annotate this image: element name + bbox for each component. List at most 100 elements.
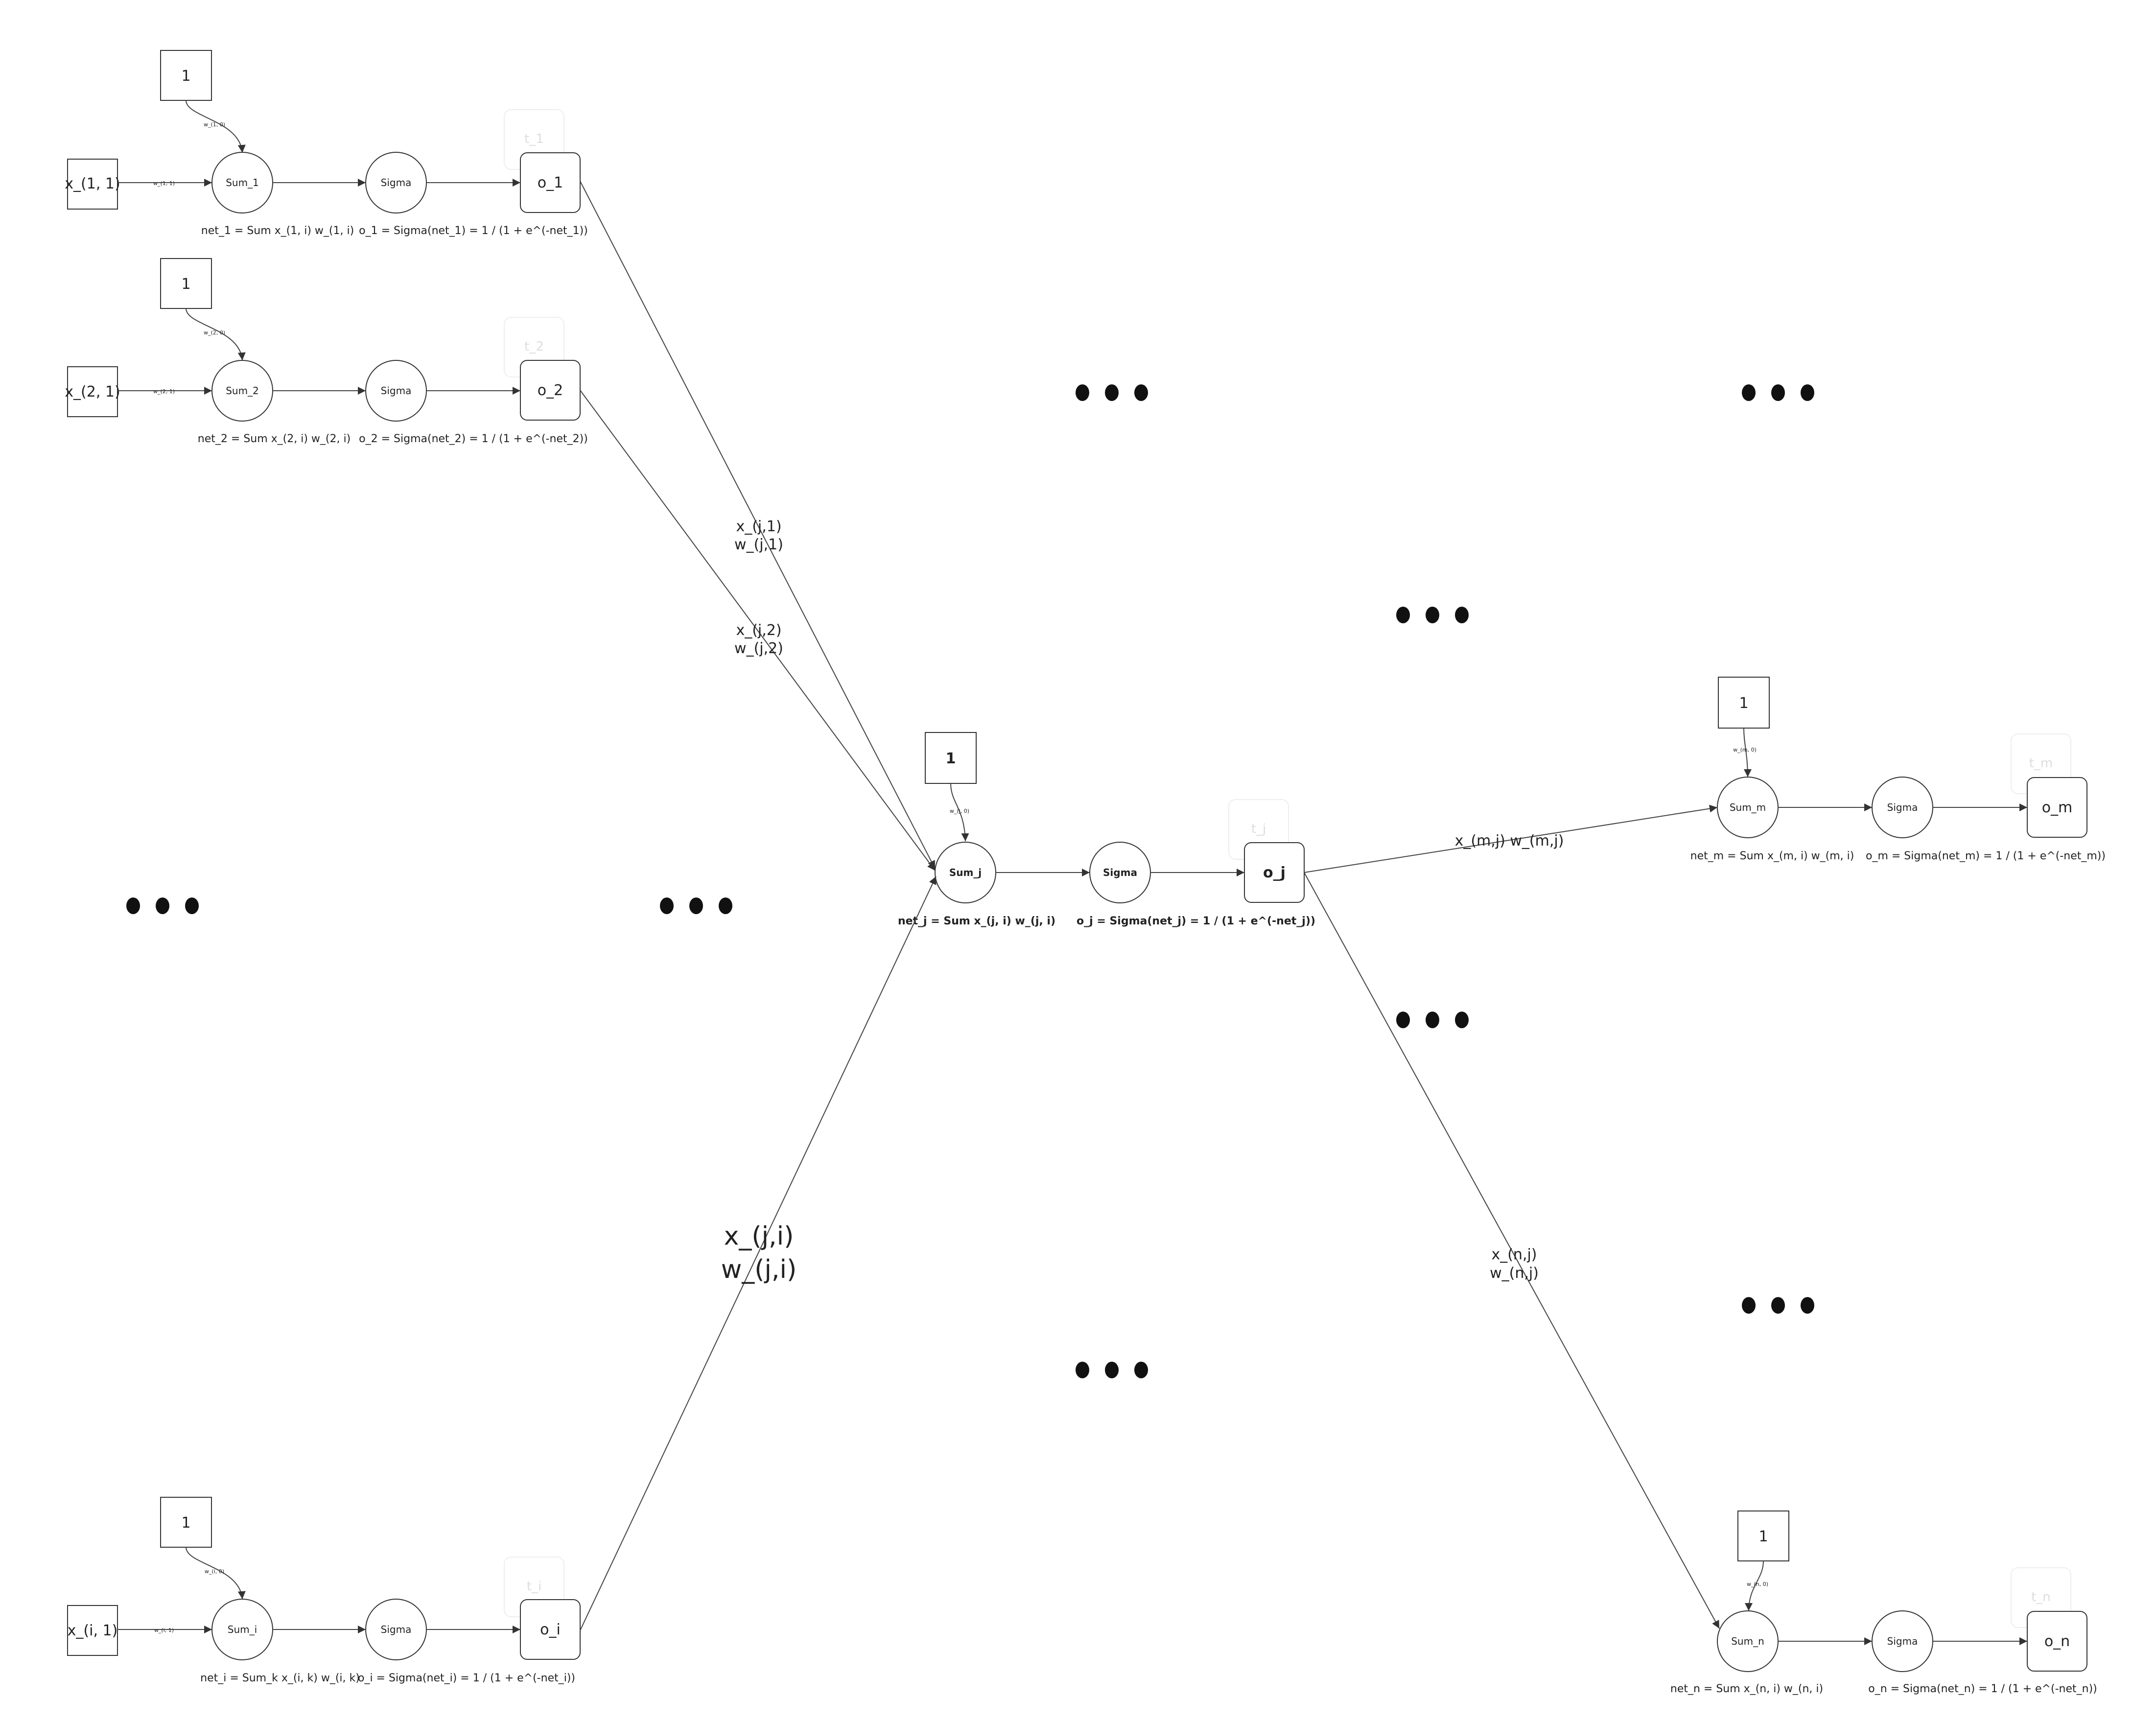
output-label-m: o_m xyxy=(2042,799,2073,816)
neuron-i: 1 w_(i, 0) x_(i, 1) w_(i, 1) Sum_i Sigma… xyxy=(67,1497,581,1684)
bias-label-1: 1 xyxy=(181,68,190,85)
target-label-m: t_m xyxy=(2029,756,2053,771)
bias-label-i: 1 xyxy=(181,1514,190,1532)
bias-edge-j xyxy=(950,783,969,842)
bias-label-m: 1 xyxy=(1739,695,1748,712)
connection-oj-to-summ xyxy=(1304,804,1718,873)
neuron-j: 1 w_(j, 0) Sum_j Sigma t_j o_j net_j = S… xyxy=(898,732,1315,927)
sum-label-m: Sum_m xyxy=(1730,802,1766,813)
connection-oj-to-sumn xyxy=(1304,872,1720,1629)
output-label-j: o_j xyxy=(1263,864,1286,881)
sum-label-i: Sum_i xyxy=(228,1624,257,1635)
connection-o2-to-sumj xyxy=(580,390,936,871)
sigma-label-1: Sigma xyxy=(381,177,412,189)
bias-label-2: 1 xyxy=(181,276,190,293)
target-label-i: t_i xyxy=(527,1579,541,1594)
bias-edge-1 xyxy=(186,100,246,153)
output-formula-2: o_2 = Sigma(net_2) = 1 / (1 + e^(-net_2)… xyxy=(359,433,588,445)
ellipsis-mid-right-lower xyxy=(1396,1012,1469,1028)
input-box-i[interactable] xyxy=(67,1605,118,1656)
target-label-2: t_2 xyxy=(524,339,544,354)
connections: x_(j,1) w_(j,1) x_(j,2) w_(j,2) x_(j,i) … xyxy=(580,181,1720,1631)
bias-edge-n xyxy=(1745,1560,1764,1611)
bias-box-1[interactable] xyxy=(160,50,212,101)
sum-label-1: Sum_1 xyxy=(226,177,259,189)
output-formula-j: o_j = Sigma(net_j) = 1 / (1 + e^(-net_j)… xyxy=(1077,915,1315,927)
connection-1-w-label: w_(j,1) xyxy=(734,536,783,553)
ellipsis-top-center xyxy=(1076,384,1148,401)
sigma-label-2: Sigma xyxy=(381,385,412,397)
input-label-i: x_(i, 1) xyxy=(68,1622,118,1639)
target-label-j: t_j xyxy=(1251,822,1266,836)
connection-i-x-label: x_(j,i) xyxy=(724,1222,794,1251)
target-label-n: t_n xyxy=(2031,1590,2051,1605)
bias-weight-label-1: w_(1, 0) xyxy=(204,121,225,128)
bias-box-m[interactable] xyxy=(1718,677,1770,729)
connection-oi-to-sumj xyxy=(580,876,937,1631)
output-label-2: o_2 xyxy=(538,382,563,399)
net-formula-m: net_m = Sum x_(m, i) w_(m, i) xyxy=(1690,850,1854,862)
connection-o1-to-sumj xyxy=(580,181,936,869)
ellipsis-lower-right xyxy=(1742,1297,1814,1314)
net-formula-i: net_i = Sum_k x_(i, k) w_(i, k) xyxy=(200,1672,360,1684)
neuron-2: 1 w_(2, 0) x_(2, 1) w_(2, 1) Sum_2 Sigma… xyxy=(65,258,588,445)
sigma-label-m: Sigma xyxy=(1887,802,1918,813)
connection-n-w-label: w_(n,j) xyxy=(1490,1265,1539,1282)
output-box-1[interactable] xyxy=(520,152,581,213)
bias-label-j: 1 xyxy=(946,750,956,767)
bias-weight-label-j: w_(j, 0) xyxy=(950,808,969,814)
connection-1-x-label: x_(j,1) xyxy=(736,518,781,535)
bias-weight-label-i: w_(i, 0) xyxy=(205,1568,224,1575)
output-formula-m: o_m = Sigma(net_m) = 1 / (1 + e^(-net_m)… xyxy=(1866,850,2106,862)
output-label-i: o_i xyxy=(540,1621,561,1638)
bias-label-n: 1 xyxy=(1758,1528,1768,1545)
net-formula-j: net_j = Sum x_(j, i) w_(j, i) xyxy=(898,915,1055,927)
net-formula-2: net_2 = Sum x_(2, i) w_(2, i) xyxy=(198,433,351,445)
sigma-label-n: Sigma xyxy=(1887,1635,1918,1647)
net-formula-n: net_n = Sum x_(n, i) w_(n, i) xyxy=(1670,1683,1823,1695)
input-label-2: x_(2, 1) xyxy=(65,383,120,401)
connection-n-x-label: x_(n,j) xyxy=(1491,1246,1537,1263)
bias-edge-i xyxy=(186,1547,246,1600)
output-box-n[interactable] xyxy=(2027,1611,2087,1672)
ellipsis-bottom-center xyxy=(1076,1362,1148,1378)
sum-label-j: Sum_j xyxy=(949,867,982,878)
output-formula-n: o_n = Sigma(net_n) = 1 / (1 + e^(-net_n)… xyxy=(1868,1683,2097,1695)
connection-2-x-label: x_(j,2) xyxy=(736,622,781,639)
input-box-2[interactable] xyxy=(67,366,118,417)
sigma-label-i: Sigma xyxy=(381,1624,412,1635)
bias-box-j[interactable] xyxy=(925,732,977,784)
bias-edge-m xyxy=(1743,728,1752,778)
connection-i-w-label: w_(j,i) xyxy=(721,1255,797,1284)
bias-weight-label-m: w_(m, 0) xyxy=(1733,747,1757,753)
output-label-1: o_1 xyxy=(538,174,563,191)
sum-label-n: Sum_n xyxy=(1731,1635,1764,1647)
input-weight-label-2: w_(2, 1) xyxy=(153,388,175,395)
connection-2-w-label: w_(j,2) xyxy=(734,640,783,657)
input-label-1: x_(1, 1) xyxy=(65,175,120,192)
neuron-n: 1 w_(n, 0) Sum_n Sigma t_n o_n net_n = S… xyxy=(1670,1511,2097,1695)
ellipsis-top-right xyxy=(1742,384,1814,401)
output-formula-1: o_1 = Sigma(net_1) = 1 / (1 + e^(-net_1)… xyxy=(359,225,588,237)
sigma-label-j: Sigma xyxy=(1103,867,1137,878)
connection-m-label: x_(m,j) w_(m,j) xyxy=(1455,832,1564,850)
output-formula-i: o_i = Sigma(net_i) = 1 / (1 + e^(-net_i)… xyxy=(358,1672,575,1684)
bias-box-n[interactable] xyxy=(1737,1511,1789,1561)
bias-weight-label-n: w_(n, 0) xyxy=(1747,1581,1768,1587)
bias-box-i[interactable] xyxy=(160,1497,212,1548)
input-box-1[interactable] xyxy=(67,159,118,210)
output-label-n: o_n xyxy=(2044,1633,2070,1650)
bias-edge-2 xyxy=(186,308,246,361)
input-weight-label-i: w_(i, 1) xyxy=(154,1627,174,1633)
neuron-m: 1 w_(m, 0) Sum_m Sigma t_m o_m net_m = S… xyxy=(1690,677,2106,862)
sum-label-2: Sum_2 xyxy=(226,385,259,397)
output-box-m[interactable] xyxy=(2027,777,2087,838)
net-formula-1: net_1 = Sum x_(1, i) w_(1, i) xyxy=(201,225,354,237)
neuron-1: 1 w_(1, 0) x_(1, 1) w_(1, 1) Sum_1 Sigma… xyxy=(65,50,588,237)
target-label-1: t_1 xyxy=(524,132,544,146)
ellipsis-left-center xyxy=(660,897,732,914)
ellipsis-markers xyxy=(126,384,1814,1378)
ellipsis-left xyxy=(126,897,199,914)
bias-weight-label-2: w_(2, 0) xyxy=(204,330,225,336)
